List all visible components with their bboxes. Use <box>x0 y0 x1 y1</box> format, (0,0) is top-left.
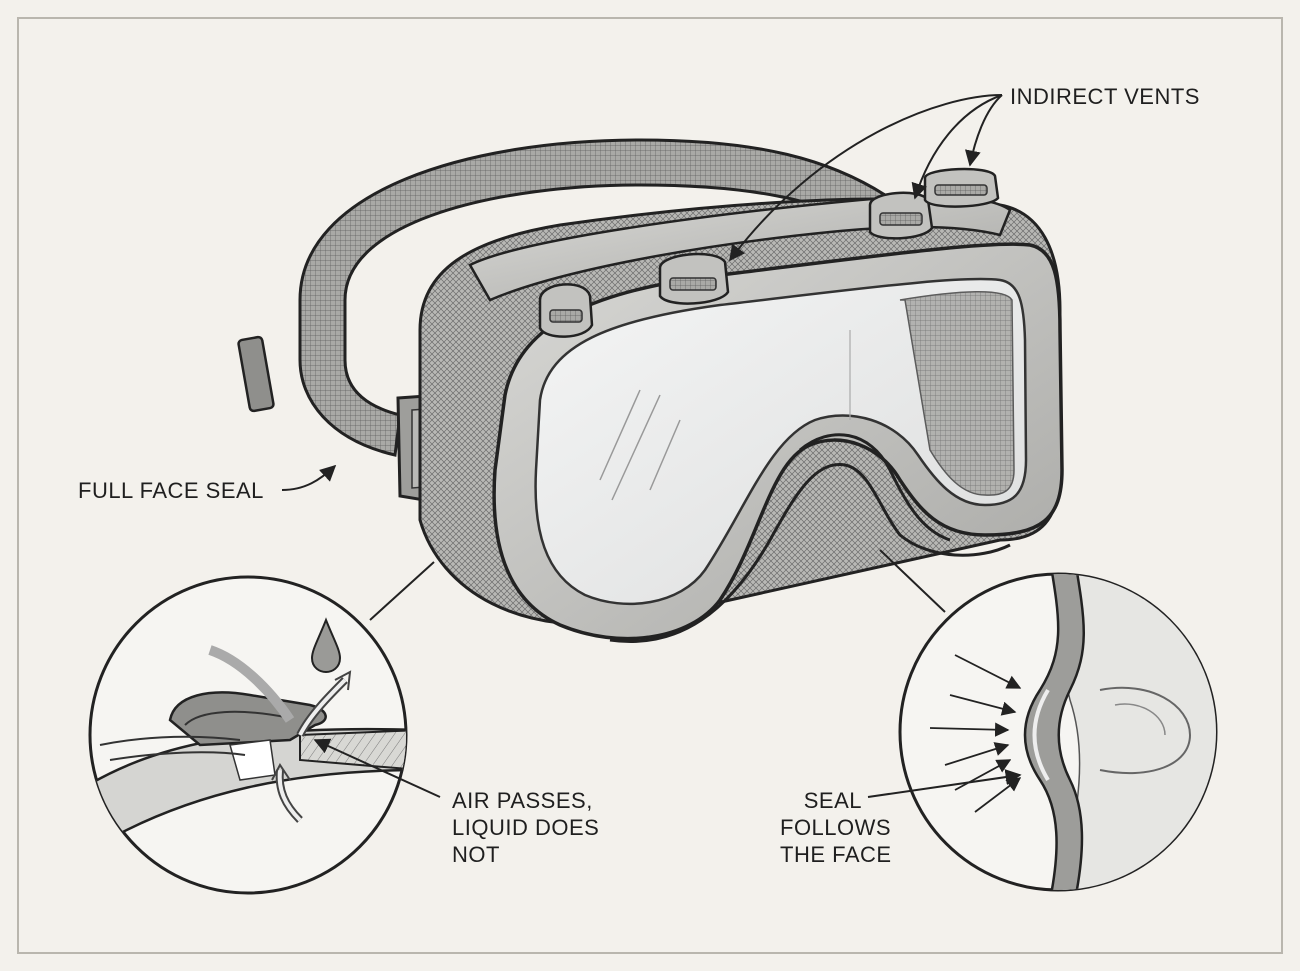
vent-1 <box>538 283 594 338</box>
droplet-icon <box>310 617 342 674</box>
seal-follows-line-2: FOLLOWS <box>780 815 892 840</box>
goggle-frame <box>418 195 1064 643</box>
indirect-vents <box>538 167 1000 338</box>
seal-follows-label: SEAL FOLLOWS THE FACE <box>780 787 892 868</box>
full-face-seal-label: FULL FACE SEAL <box>78 477 264 504</box>
seal-follows-line-1: SEAL <box>803 788 862 813</box>
indirect-vents-text: INDIRECT VENTS <box>1010 84 1200 109</box>
air-passes-leader <box>313 738 441 798</box>
vent-4 <box>923 167 1000 208</box>
page-border <box>17 17 1283 954</box>
face-seal-detail-circle <box>867 572 1218 892</box>
strap-buckle <box>237 335 275 413</box>
vent-3 <box>868 191 934 240</box>
left-detail-connector <box>369 561 435 621</box>
lens <box>534 277 1028 606</box>
air-passes-line-2: LIQUID DOES <box>452 815 600 840</box>
indirect-vents-label: INDIRECT VENTS <box>1010 83 1200 110</box>
right-detail-connector <box>879 549 946 613</box>
vent-detail-circle <box>88 575 441 895</box>
vent-2 <box>658 252 730 305</box>
air-passes-label: AIR PASSES, LIQUID DOES NOT <box>452 787 599 868</box>
air-passes-line-1: AIR PASSES, <box>452 788 593 813</box>
seal-follows-line-3: THE FACE <box>780 842 892 867</box>
vent-leaders <box>729 94 1003 262</box>
seal-leader <box>281 464 337 491</box>
seal-follows-leader <box>867 769 1022 798</box>
full-face-seal-text: FULL FACE SEAL <box>78 478 264 503</box>
air-passes-line-3: NOT <box>452 842 500 867</box>
